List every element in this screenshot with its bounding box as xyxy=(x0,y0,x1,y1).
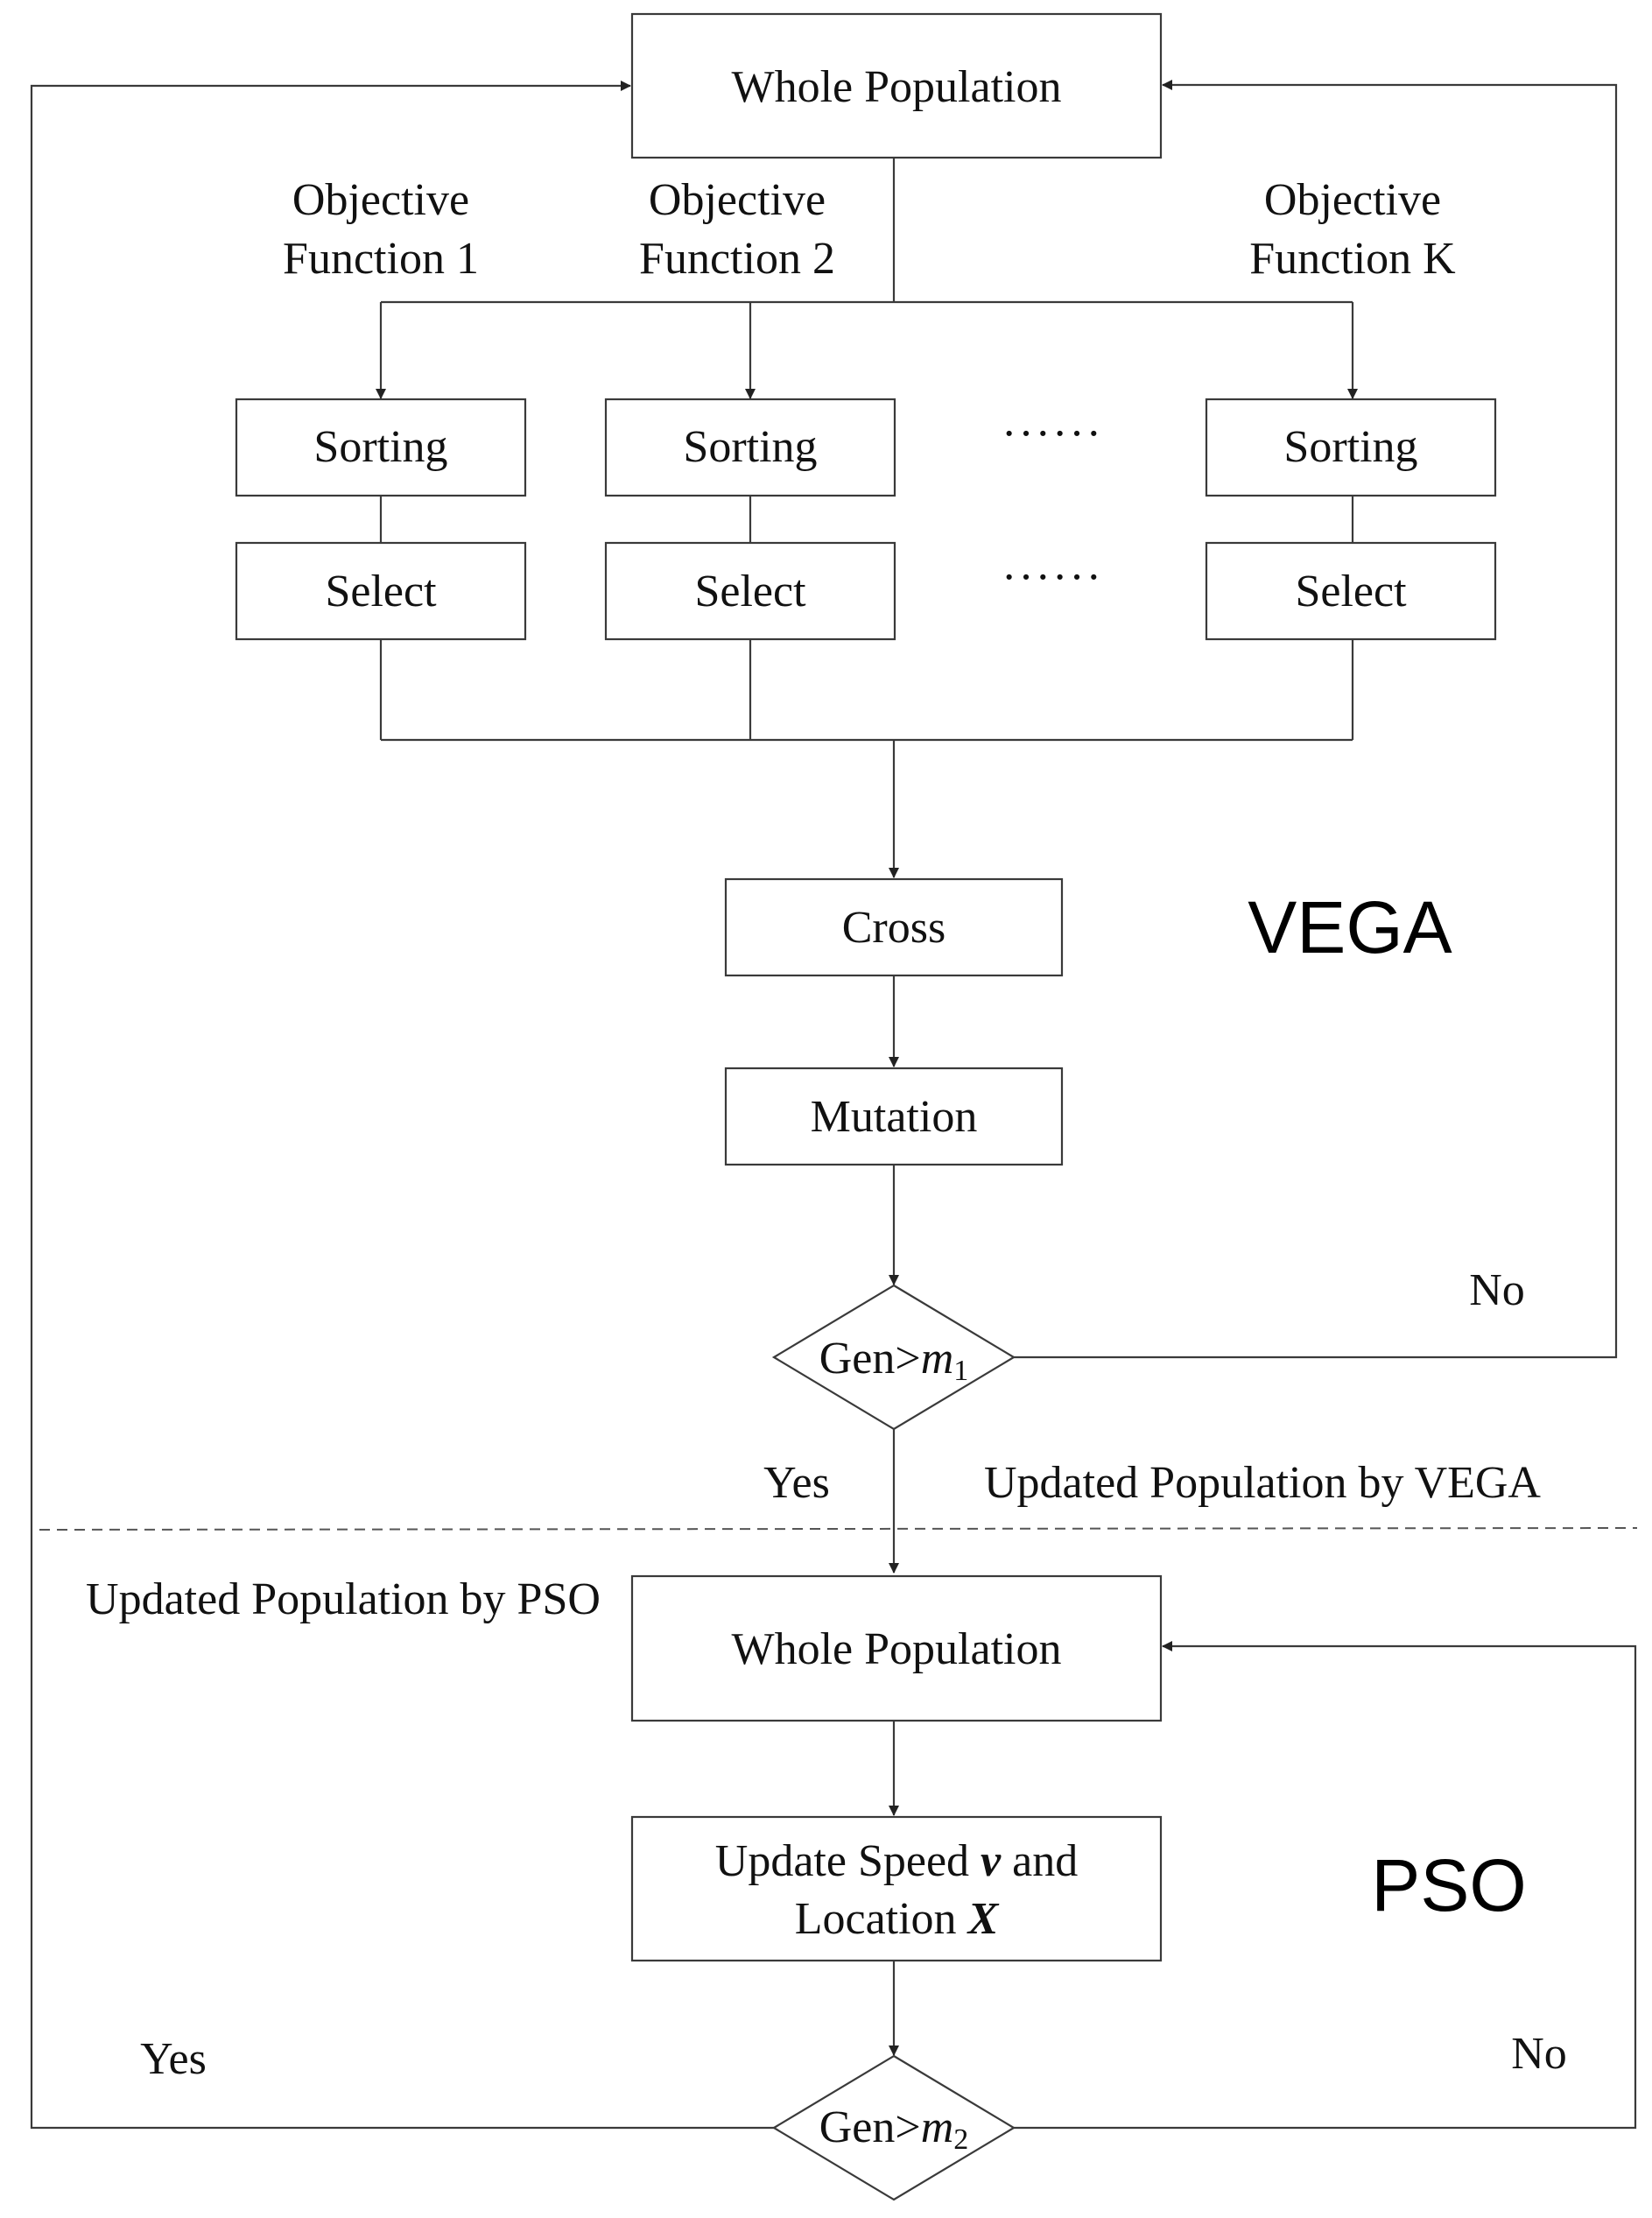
update-line-1: Update Speed v and xyxy=(715,1836,1078,1886)
pso-yes-loop-arrow xyxy=(30,81,774,2130)
update-speed-location-box xyxy=(630,1815,1163,1962)
mutation-box xyxy=(724,1067,1064,1166)
vega-section-label: VEGA xyxy=(1248,886,1452,968)
objective-1-line2: Function 1 xyxy=(283,234,479,284)
pso-updated-label: Updated Population by PSO xyxy=(86,1574,601,1624)
sorting-label-k: Sorting xyxy=(1283,422,1417,472)
objective-1-line1: Objective xyxy=(292,175,469,225)
decision-2-label: Gen>m2 xyxy=(819,2102,969,2156)
sorting-box-2 xyxy=(604,398,896,497)
pso-no-label: No xyxy=(1511,2029,1567,2079)
select-box-k xyxy=(1205,541,1497,641)
objective-k-line2: Function K xyxy=(1249,234,1456,284)
select-box-1 xyxy=(235,541,527,641)
objective-2-line2: Function 2 xyxy=(639,234,835,284)
objective-k-line1: Objective xyxy=(1264,175,1441,225)
mutation-label: Mutation xyxy=(811,1092,978,1142)
pso-no-loop-arrow xyxy=(1014,1641,1637,2130)
cross-box xyxy=(724,877,1064,977)
vega-whole-population-label: Whole Population xyxy=(732,62,1062,112)
vega-no-label: No xyxy=(1469,1265,1525,1315)
pso-whole-population-box xyxy=(630,1574,1163,1722)
pso-whole-population-label: Whole Population xyxy=(732,1624,1062,1674)
sorting-label-1: Sorting xyxy=(313,422,447,472)
vega-whole-population-box xyxy=(630,12,1163,159)
sorting-label-2: Sorting xyxy=(683,422,817,472)
vega-no-loop-arrow xyxy=(1014,80,1618,1359)
decision-2-diamond xyxy=(771,2054,1016,2201)
sorting-ellipsis: ······ xyxy=(1002,409,1103,459)
decision-1-label: Gen>m1 xyxy=(819,1334,969,1387)
select-label-1: Select xyxy=(325,567,437,616)
section-divider xyxy=(39,1527,1638,1531)
select-label-2: Select xyxy=(694,567,806,616)
select-box-2 xyxy=(604,541,896,641)
select-ellipsis: ······ xyxy=(1002,553,1103,602)
objective-2-line1: Objective xyxy=(649,175,826,225)
vega-updated-label: Updated Population by VEGA xyxy=(984,1458,1541,1508)
pso-section-label: PSO xyxy=(1371,1844,1526,1926)
vega-yes-label: Yes xyxy=(763,1458,830,1508)
sorting-box-k xyxy=(1205,398,1497,497)
select-label-k: Select xyxy=(1295,567,1407,616)
update-line-2: Location X xyxy=(795,1894,1000,1944)
cross-label: Cross xyxy=(842,903,946,953)
pso-yes-label: Yes xyxy=(140,2034,207,2084)
